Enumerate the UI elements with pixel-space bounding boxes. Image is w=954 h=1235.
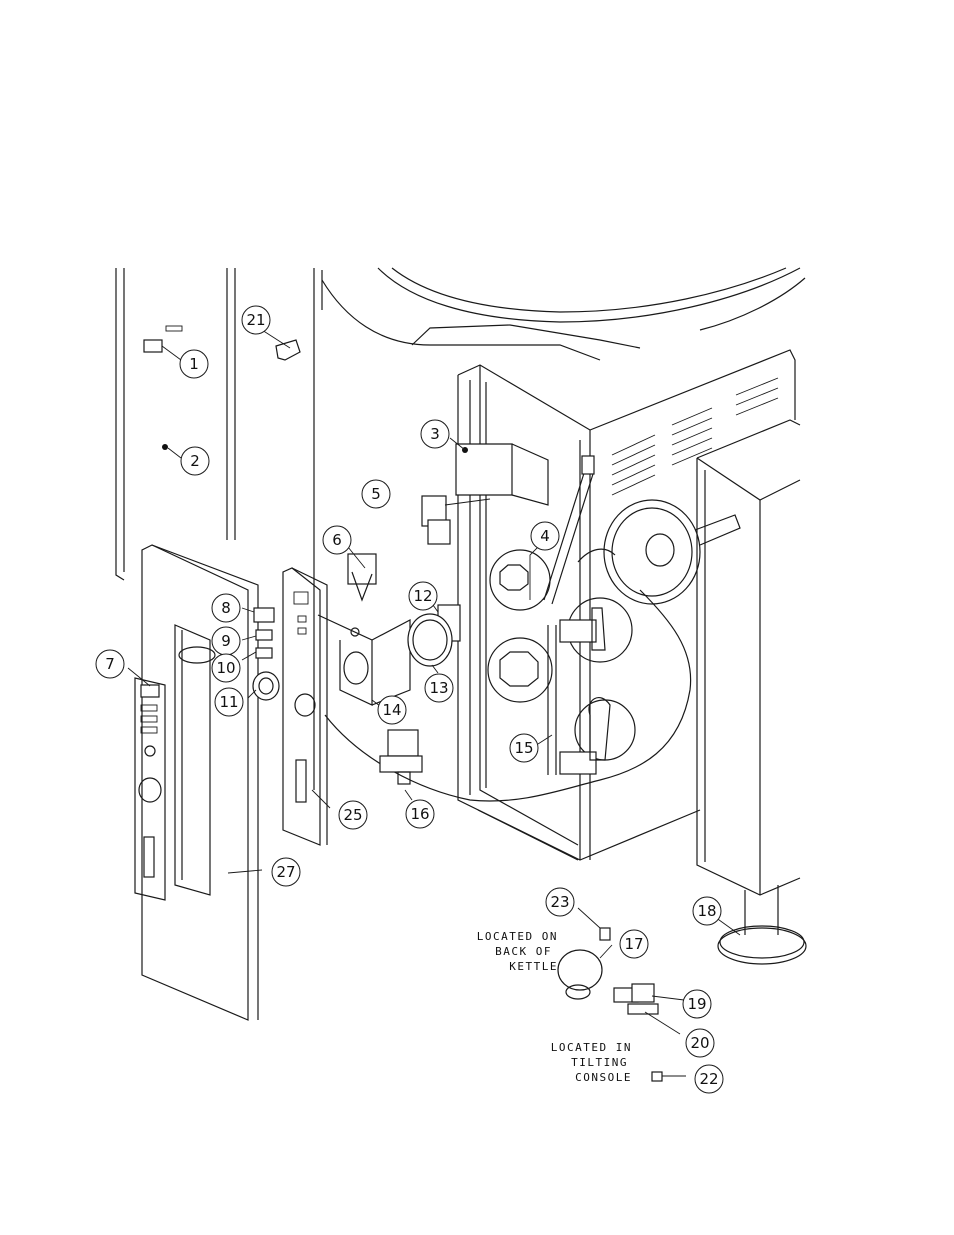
svg-text:TILTING: TILTING (571, 1056, 628, 1069)
svg-text:13: 13 (429, 679, 448, 697)
svg-text:KETTLE: KETTLE (509, 960, 558, 973)
svg-text:BACK OF: BACK OF (495, 945, 552, 958)
svg-text:6: 6 (332, 531, 342, 549)
svg-text:9: 9 (221, 632, 231, 650)
svg-text:CONSOLE: CONSOLE (575, 1071, 632, 1084)
svg-text:27: 27 (276, 863, 295, 881)
bracket-14 (318, 615, 410, 705)
svg-text:14: 14 (382, 701, 401, 719)
svg-text:LOCATED ON: LOCATED ON (477, 930, 558, 943)
note-back-of-kettle: LOCATED ON BACK OF KETTLE (477, 930, 558, 973)
callout-21: 21 (242, 306, 270, 334)
svg-text:LOCATED IN: LOCATED IN (551, 1041, 632, 1054)
svg-text:7: 7 (105, 655, 115, 673)
note-tilting-console: LOCATED IN TILTING CONSOLE (551, 1041, 632, 1084)
callout-17: 17 (620, 930, 648, 958)
svg-text:23: 23 (550, 893, 569, 911)
callout-2: 2 (181, 447, 209, 475)
callout-10: 10 (212, 654, 240, 682)
front-panel-27 (142, 545, 258, 1020)
callout-8: 8 (212, 594, 240, 622)
callout-27: 27 (272, 858, 300, 886)
svg-text:10: 10 (216, 659, 235, 677)
callout-15: 15 (510, 734, 538, 762)
svg-text:1: 1 (189, 355, 199, 373)
kettle-bowl (322, 268, 805, 360)
svg-text:11: 11 (219, 693, 238, 711)
svg-text:17: 17 (624, 935, 643, 953)
callout-18: 18 (693, 897, 721, 925)
callout-3: 3 (421, 420, 449, 448)
svg-text:2: 2 (190, 452, 200, 470)
callout-23: 23 (546, 888, 574, 916)
callout-7: 7 (96, 650, 124, 678)
callout-25: 25 (339, 801, 367, 829)
svg-text:21: 21 (246, 311, 265, 329)
callout-11: 11 (215, 688, 243, 716)
callout-9: 9 (212, 627, 240, 655)
callout-20: 20 (686, 1029, 714, 1057)
kettle-cabinet (458, 350, 795, 860)
callout-1: 1 (180, 350, 208, 378)
callout-22: 22 (695, 1065, 723, 1093)
svg-text:20: 20 (690, 1034, 709, 1052)
svg-text:25: 25 (343, 806, 362, 824)
callout-16: 16 (406, 800, 434, 828)
callout-14: 14 (378, 696, 406, 724)
callout-4: 4 (531, 522, 559, 550)
callout-19: 19 (683, 990, 711, 1018)
svg-text:18: 18 (697, 902, 716, 920)
svg-text:15: 15 (514, 739, 533, 757)
svg-text:5: 5 (371, 485, 381, 503)
bezel-25 (283, 568, 327, 845)
right-pedestal (697, 420, 806, 964)
svg-text:8: 8 (221, 599, 231, 617)
svg-text:3: 3 (430, 425, 440, 443)
callout-13: 13 (425, 674, 453, 702)
svg-text:16: 16 (410, 805, 429, 823)
nameplate-7 (135, 678, 165, 900)
svg-text:4: 4 (540, 527, 550, 545)
svg-text:12: 12 (413, 587, 432, 605)
callout-12: 12 (409, 582, 437, 610)
svg-text:22: 22 (699, 1070, 718, 1088)
callout-5: 5 (362, 480, 390, 508)
callout-6: 6 (323, 526, 351, 554)
svg-text:19: 19 (687, 995, 706, 1013)
